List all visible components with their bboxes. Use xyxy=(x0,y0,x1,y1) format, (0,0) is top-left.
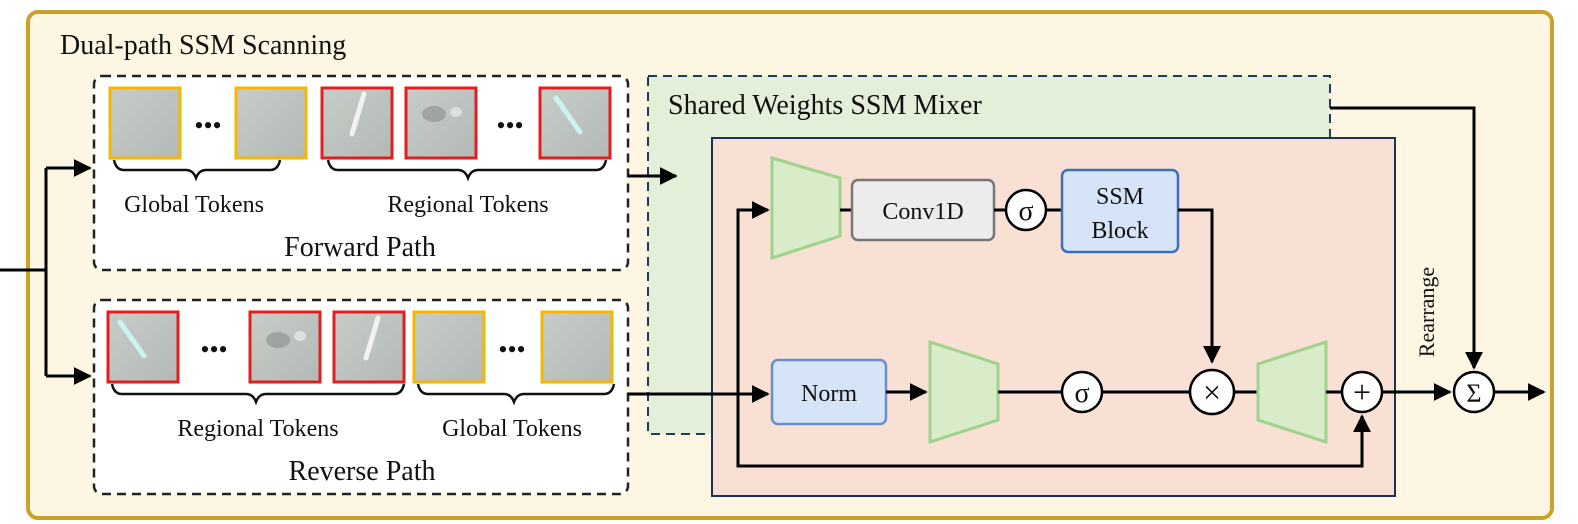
ellipsis: ••• xyxy=(194,111,221,140)
streak-mark xyxy=(349,91,367,137)
arrow-up-to-top-branch xyxy=(736,201,770,394)
conv1d-label: Conv1D xyxy=(882,199,963,225)
forward-path-box xyxy=(92,74,630,272)
rearrange-label: Rearrange xyxy=(1414,267,1439,357)
forward-tiles: ••• ••• xyxy=(108,86,612,160)
expand-trapezoid-top xyxy=(770,155,842,261)
expand-trapezoid-bottom xyxy=(928,339,1000,445)
forward-path-label: Forward Path xyxy=(284,232,436,263)
reduce-trapezoid xyxy=(1256,339,1328,445)
ellipsis: ••• xyxy=(496,111,523,140)
diagram-title: Dual-path SSM Scanning xyxy=(60,30,346,61)
brace xyxy=(112,159,282,182)
arrow-ssm-to-mult xyxy=(1178,208,1221,364)
add-symbol: + xyxy=(1353,374,1371,410)
residual-connection xyxy=(736,394,1371,468)
token-tile xyxy=(108,86,182,160)
sigma-symbol: σ xyxy=(1018,196,1033,227)
reverse-path-box xyxy=(92,298,630,496)
sum-symbol: Σ xyxy=(1466,379,1481,408)
token-tile xyxy=(248,310,322,384)
streak-mark xyxy=(553,95,583,135)
ellipsis: ••• xyxy=(498,335,525,364)
token-tile xyxy=(540,310,614,384)
smudge-mark xyxy=(422,106,446,122)
norm-label: Norm xyxy=(801,381,857,407)
reverse-group-right: Global Tokens xyxy=(442,416,582,442)
smudge-mark xyxy=(266,332,290,348)
ssm-label-1: SSM xyxy=(1096,184,1144,210)
smudge-mark xyxy=(450,107,462,117)
token-tile xyxy=(234,86,308,160)
sigma-symbol: σ xyxy=(1074,378,1089,409)
brace xyxy=(416,383,616,406)
skip-connection xyxy=(1330,106,1483,370)
reverse-tiles: ••• ••• xyxy=(106,310,614,384)
reverse-group-left: Regional Tokens xyxy=(177,416,338,442)
streak-mark xyxy=(117,319,147,359)
brace xyxy=(110,383,406,406)
ssm-label-2: Block xyxy=(1091,218,1148,244)
mixer-title: Shared Weights SSM Mixer xyxy=(668,90,982,121)
forward-group-right: Regional Tokens xyxy=(387,192,548,218)
streak-mark xyxy=(363,315,381,361)
forward-group-left: Global Tokens xyxy=(124,192,264,218)
token-tile xyxy=(412,310,486,384)
brace xyxy=(326,159,608,182)
smudge-mark xyxy=(294,331,306,341)
token-tile xyxy=(404,86,478,160)
ellipsis: ••• xyxy=(200,335,227,364)
reverse-path-label: Reverse Path xyxy=(289,456,436,487)
multiply-symbol: × xyxy=(1203,374,1221,410)
